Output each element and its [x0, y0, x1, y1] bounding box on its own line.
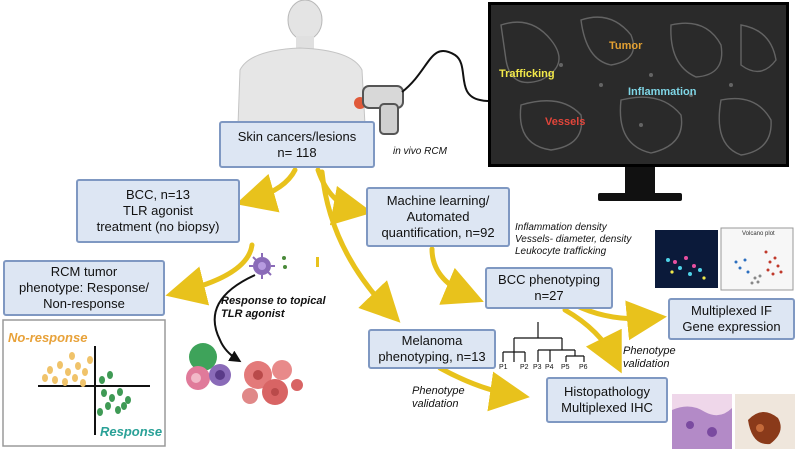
tumor-label: Tumor — [609, 40, 643, 52]
leaf-p5: P5 — [561, 364, 570, 371]
leaf-p3: P3 — [533, 364, 542, 371]
mif-line-1: Multiplexed IF — [691, 303, 772, 318]
response-topical-line-2: TLR agonist — [221, 308, 285, 320]
ml-line-3: quantification, n=92 — [381, 225, 495, 240]
skin-cancers-box: Skin cancers/lesions n= 118 — [219, 121, 375, 168]
treatment-arrow — [213, 274, 256, 363]
response-label: Response — [100, 424, 163, 439]
bcc-tlr-line-2: TLR agonist — [122, 203, 194, 218]
melanoma-line-2: phenotyping, n=13 — [378, 349, 486, 364]
bcc-tlr-box: BCC, n=13 TLR agonist treatment (no biop… — [76, 179, 240, 243]
pheno-val-right-line-2: validation — [623, 358, 670, 370]
leaf-p6: P6 — [579, 364, 588, 371]
skin-cancers-line-2: n= 118 — [277, 144, 317, 160]
phenotype-validation-right: Phenotype validation — [623, 345, 676, 371]
rcm-tumor-line-3: Non-response — [43, 296, 125, 311]
rcm-image — [491, 5, 786, 164]
rcm-probe-icon — [354, 49, 521, 135]
rcm-tumor-line-1: RCM tumor — [50, 264, 118, 279]
rcm-tumor-line-2: phenotype: Response/ — [18, 280, 150, 295]
inflammation-label: Inflammation — [628, 86, 697, 98]
bcc-tlr-line-3: treatment (no biopsy) — [96, 219, 220, 234]
trafficking-label: Trafficking — [499, 68, 555, 80]
leaf-p1: P1 — [499, 364, 508, 371]
volcano-plot-thumbnail — [720, 227, 794, 291]
skin-cancers-line-1: Skin cancers/lesions — [237, 128, 357, 144]
response-topical-note: Response to topical TLR agonist — [221, 295, 326, 321]
histology-he-thumbnail — [672, 394, 732, 449]
histopathology-box: Histopathology Multiplexed IHC — [546, 377, 668, 423]
no-response-label: No-response — [8, 330, 88, 345]
ml-line-1: Machine learning/ — [386, 193, 490, 208]
mif-line-2: Gene expression — [682, 319, 781, 334]
histology-ihc-thumbnail — [735, 394, 795, 449]
pheno-val-right-line-1: Phenotype — [623, 345, 676, 357]
ml-feature-2: Vessels- diameter, density — [515, 234, 632, 245]
histo-line-1: Histopathology — [564, 384, 650, 399]
bcc-tlr-line-1: BCC, n=13 — [126, 187, 190, 202]
tumor-cells-icon — [242, 360, 303, 405]
histo-line-2: Multiplexed IHC — [561, 400, 653, 415]
leaf-p4: P4 — [545, 364, 554, 371]
volcano-title: Volcano plot — [742, 231, 775, 237]
dendrogram — [502, 322, 585, 362]
response-scatter-panel — [2, 319, 166, 447]
pheno-val-left-line-1: Phenotype — [412, 385, 465, 397]
vessels-label: Vessels — [545, 116, 586, 128]
bcc-pheno-line-2: n=27 — [534, 288, 564, 303]
bcc-phenotyping-box: BCC phenotyping n=27 — [485, 267, 613, 309]
ml-features-note: Inflammation density Vessels- diameter, … — [515, 222, 631, 258]
in-vivo-rcm-note: in vivo RCM — [393, 146, 447, 157]
melanoma-box: Melanoma phenotyping, n=13 — [368, 329, 496, 369]
ml-feature-1: Inflammation density — [515, 222, 607, 233]
phenotype-validation-left: Phenotype validation — [412, 385, 465, 411]
multiplexed-if-thumbnail — [655, 230, 718, 288]
immune-cells-icon — [186, 343, 231, 390]
flow-arrows — [165, 167, 667, 412]
rcm-tumor-box: RCM tumor phenotype: Response/ Non-respo… — [3, 260, 165, 316]
patient-figure — [237, 0, 366, 126]
melanoma-line-1: Melanoma — [401, 333, 463, 348]
rcm-monitor: Trafficking Tumor Inflammation Vessels — [488, 2, 789, 167]
machine-learning-box: Machine learning/ Automated quantificati… — [366, 187, 510, 247]
bcc-pheno-line-1: BCC phenotyping — [498, 272, 600, 287]
ml-feature-3: Leukocyte trafficking — [515, 246, 607, 257]
multiplexed-if-box: Multiplexed IF Gene expression — [668, 298, 795, 340]
leaf-p2: P2 — [520, 364, 529, 371]
response-topical-line-1: Response to topical — [221, 295, 326, 307]
pheno-val-left-line-2: validation — [412, 398, 459, 410]
ml-line-2: Automated — [406, 209, 470, 224]
tlr-agonist-icon — [249, 253, 287, 279]
